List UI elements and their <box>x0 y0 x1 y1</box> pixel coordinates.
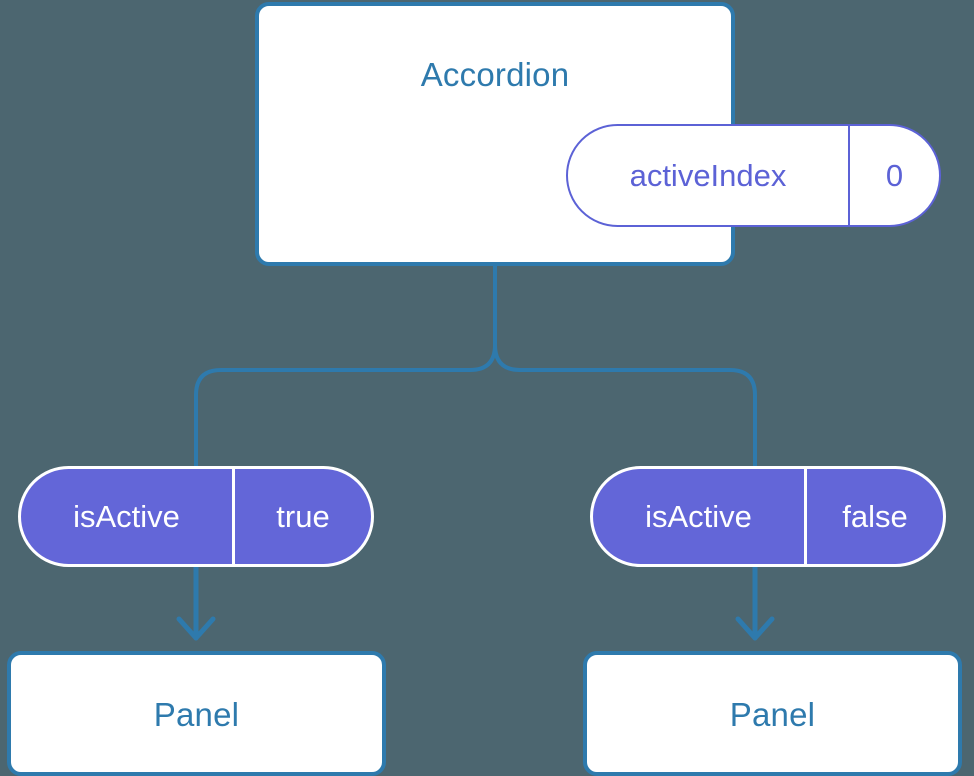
state-pill-value: 0 <box>848 126 939 225</box>
prop-pill-value-left: true <box>232 469 371 564</box>
component-label-panel-left: Panel <box>153 696 240 733</box>
arrow-down-right-head <box>735 616 775 641</box>
prop-pill-key-right: isActive <box>645 498 752 534</box>
state-pill-activeindex[interactable]: activeIndex 0 <box>566 124 941 227</box>
component-label-panel-right: Panel <box>729 696 816 733</box>
arrow-down-left-head <box>176 616 216 641</box>
tree-edge-right-branch <box>493 343 757 468</box>
tree-edge-trunk-and-split <box>194 264 497 468</box>
component-node-accordion[interactable]: Accordion activeIndex 0 <box>255 2 941 266</box>
component-node-panel-right[interactable]: Panel <box>583 651 962 776</box>
component-label-accordion: Accordion <box>420 56 570 93</box>
prop-pill-value-right: false <box>804 469 943 564</box>
prop-pill-key-left: isActive <box>73 498 180 534</box>
prop-pill-isactive-right[interactable]: isActive false <box>590 466 946 567</box>
state-pill-key: activeIndex <box>629 157 787 193</box>
prop-pill-isactive-left[interactable]: isActive true <box>18 466 374 567</box>
component-node-panel-left[interactable]: Panel <box>7 651 386 776</box>
